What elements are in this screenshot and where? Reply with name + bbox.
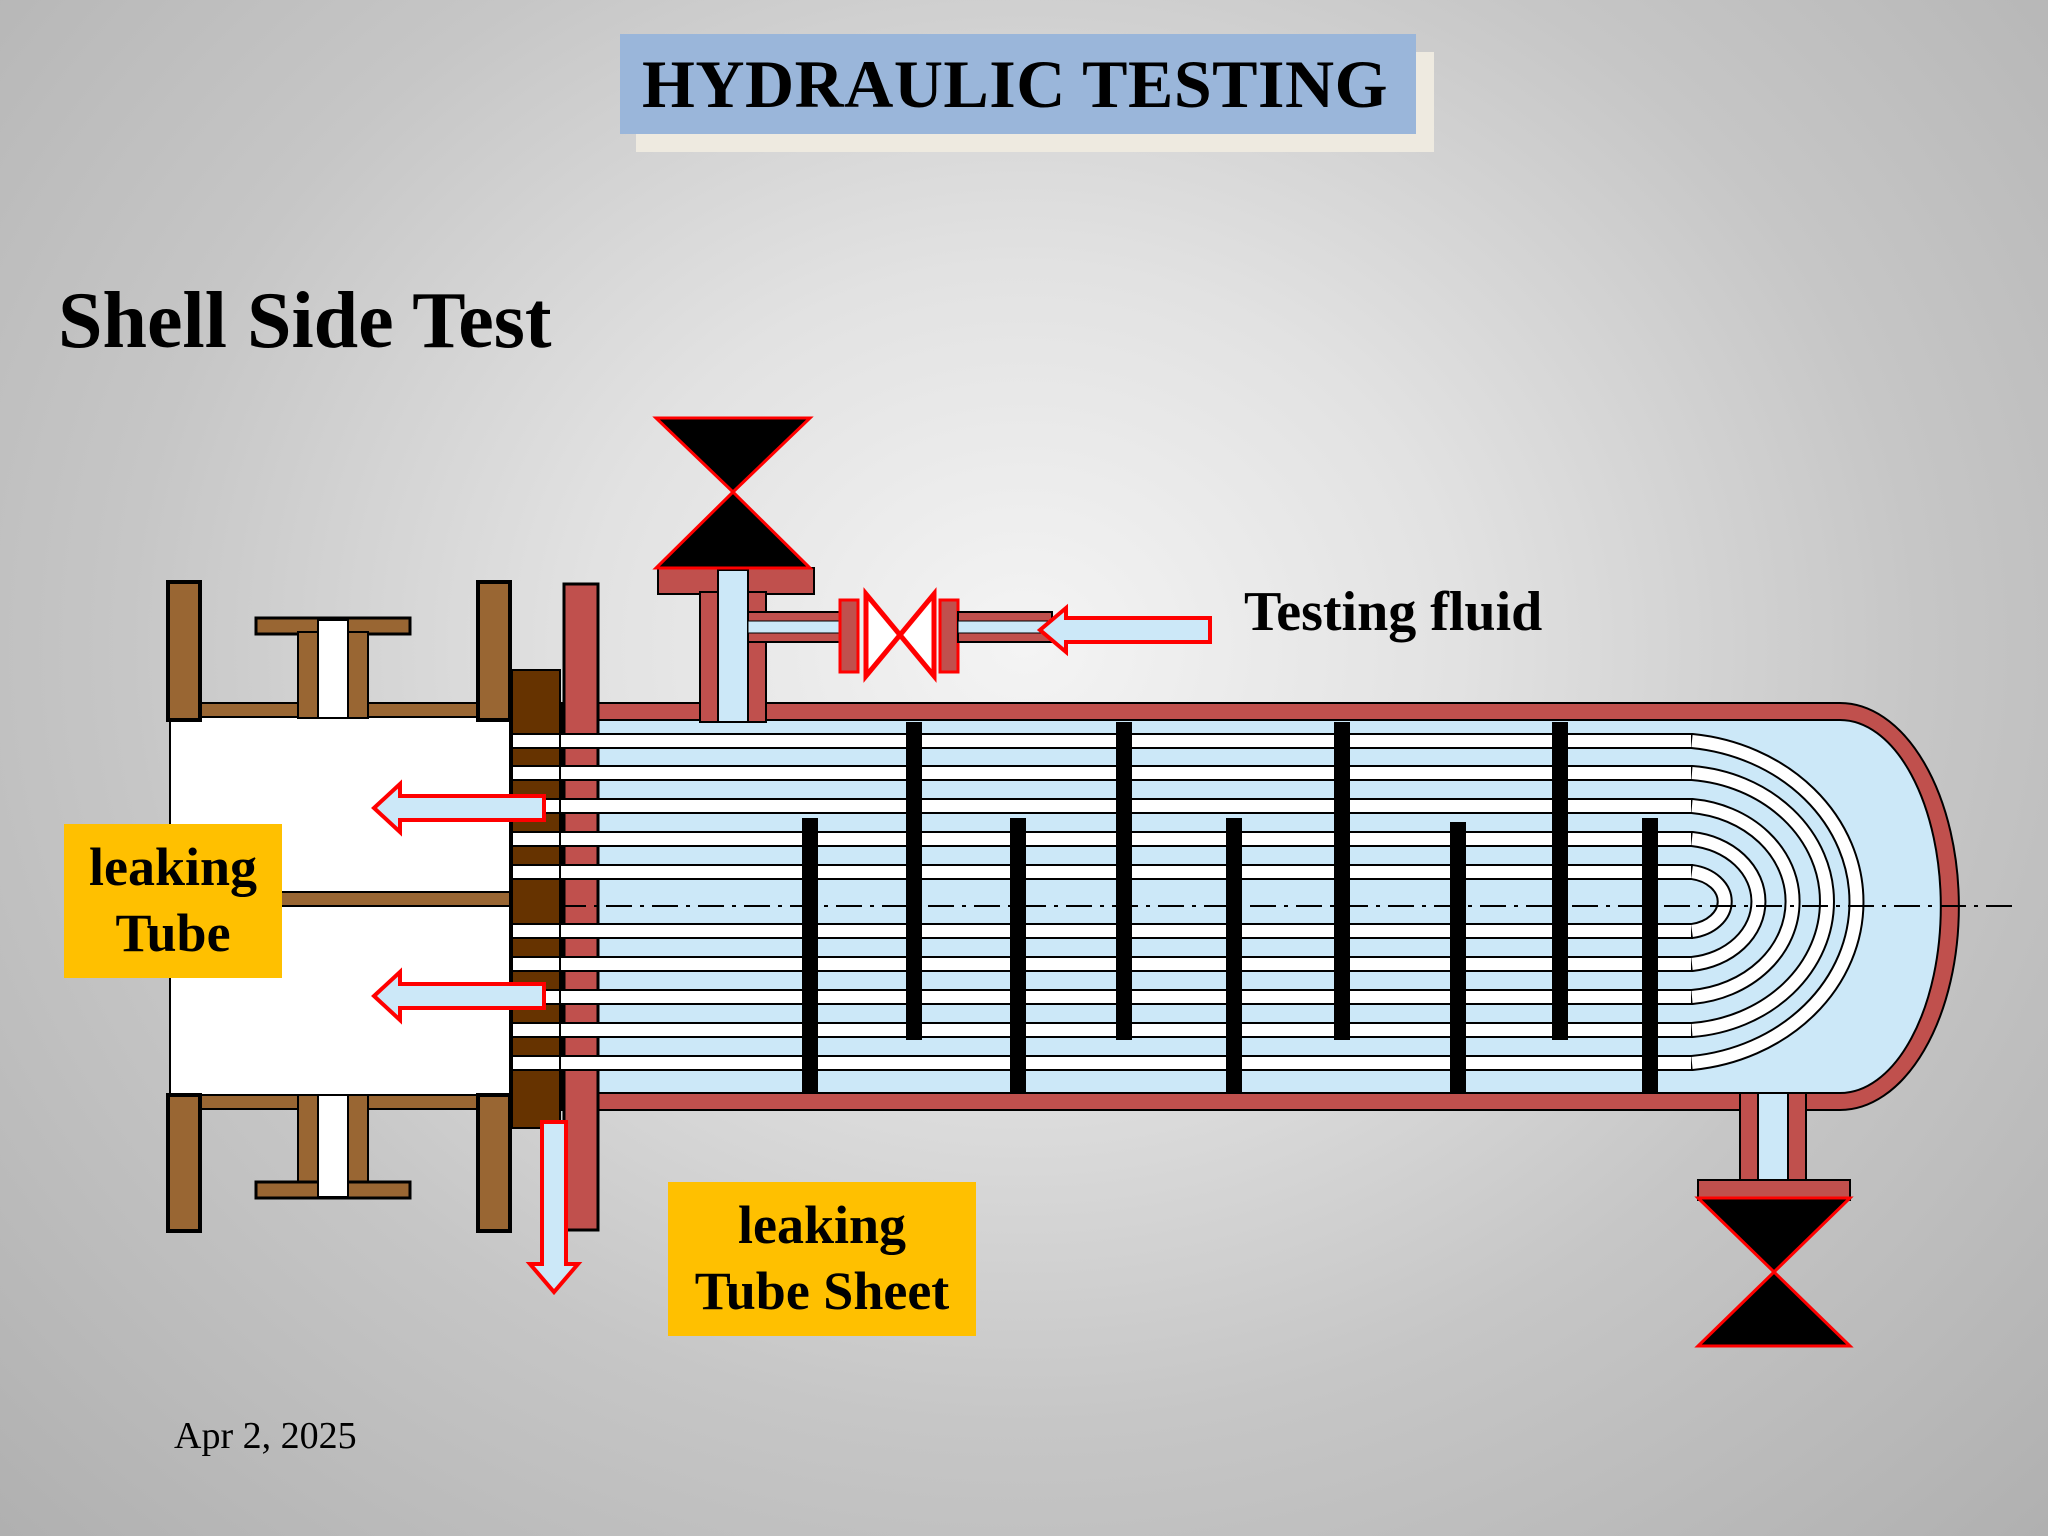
leak-arrow-icon	[371, 967, 546, 1025]
page-subtitle: Shell Side Test	[58, 277, 552, 365]
leaking-tube-sheet-line-2: Tube Sheet	[694, 1261, 950, 1321]
tube-sheet-holes	[511, 733, 561, 1071]
slide-date: Apr 2, 2025	[174, 1415, 357, 1457]
gate-valve-icon	[1694, 1196, 1854, 1348]
leaking-tube-sheet-label: leaking Tube Sheet	[668, 1182, 976, 1336]
testing-fluid-label: Testing fluid	[1244, 581, 1543, 643]
leak-arrow-icon	[525, 1120, 583, 1296]
gate-valve-icon	[652, 416, 814, 570]
page-title: HYDRAULIC TESTING	[642, 45, 1388, 122]
leaking-tube-sheet-line-1: leaking	[737, 1195, 907, 1255]
shell	[561, 567, 1960, 1232]
leak-arrow-icon	[371, 779, 546, 837]
title-box: HYDRAULIC TESTING	[620, 34, 1416, 134]
leaking-tube-line-1: leaking	[88, 837, 258, 897]
leaking-tube-label: leaking Tube	[64, 824, 282, 978]
flow-arrow-icon	[1036, 603, 1212, 657]
leaking-tube-line-2: Tube	[115, 903, 231, 963]
inlet-valve-icon	[863, 587, 937, 683]
